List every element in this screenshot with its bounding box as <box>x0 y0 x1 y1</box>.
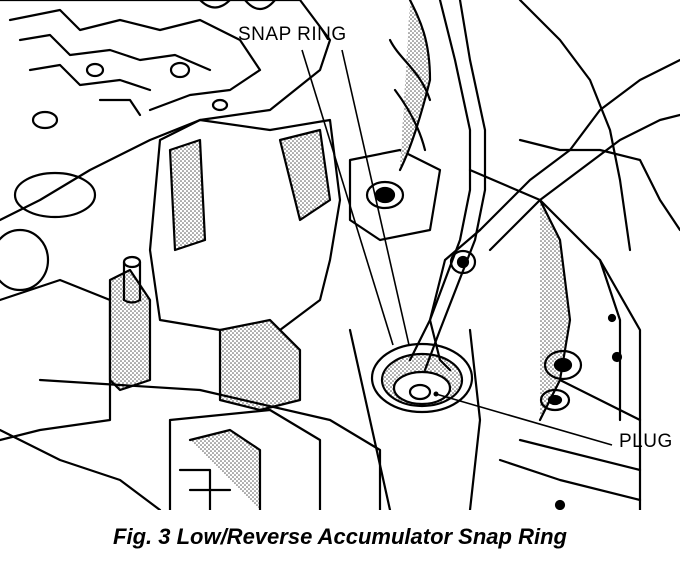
case-side <box>468 168 642 510</box>
transmission-case <box>0 118 382 510</box>
snap-ring-pliers <box>388 0 680 372</box>
valve-body-outline <box>0 0 332 292</box>
plug-leader-tip <box>433 391 439 397</box>
dowel-pin <box>122 255 142 304</box>
figure-caption: Fig. 3 Low/Reverse Accumulator Snap Ring <box>113 524 567 549</box>
callout-leaders <box>301 49 613 446</box>
snap-ring-label: SNAP RING <box>238 24 347 45</box>
accumulator-illustration <box>0 0 680 510</box>
upper-boss <box>348 148 442 242</box>
plug-label: PLUG <box>619 431 673 452</box>
accumulator-bore <box>348 328 482 510</box>
